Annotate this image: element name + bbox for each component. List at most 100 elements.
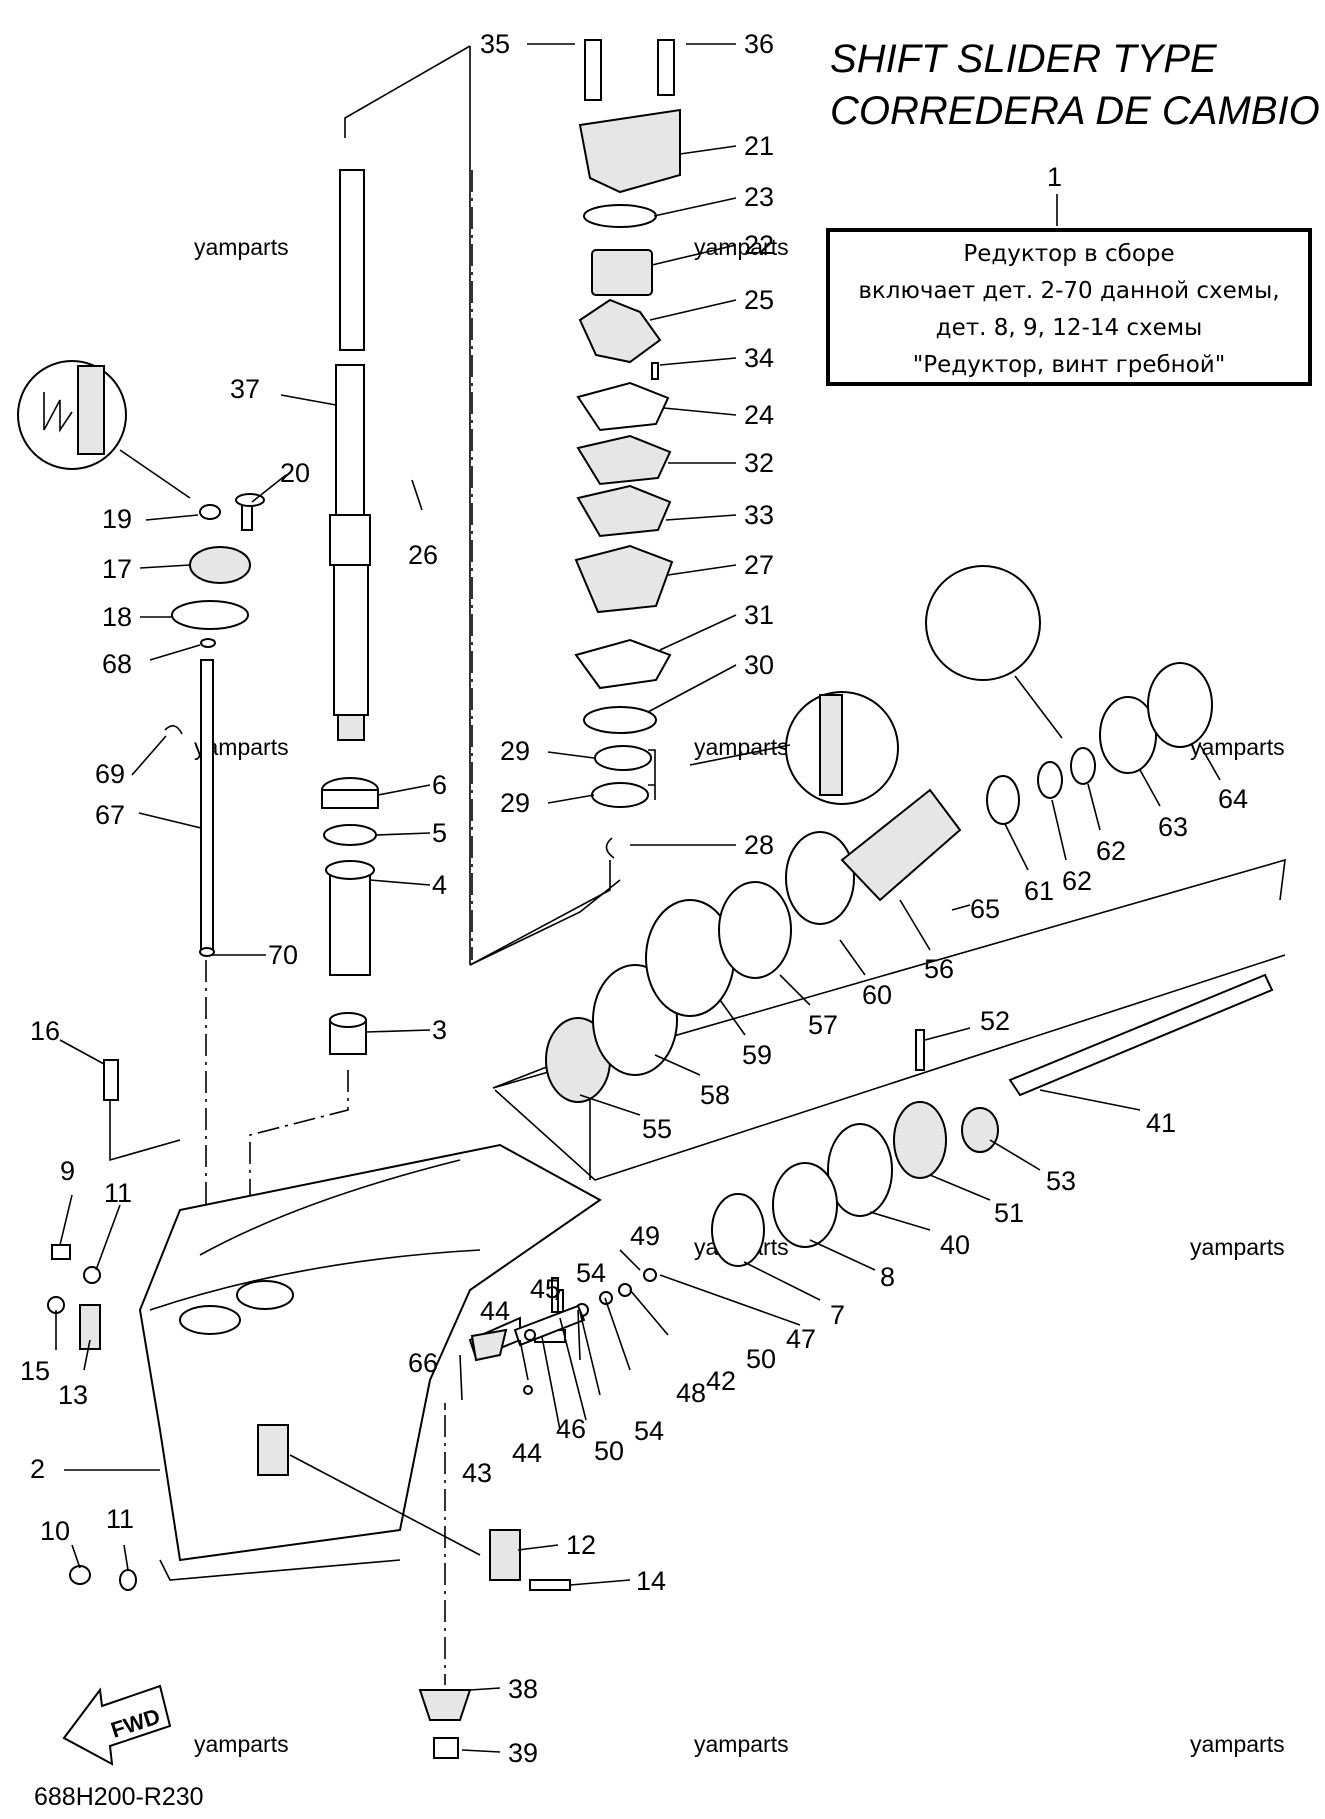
callout-label: 3: [432, 1015, 447, 1045]
watermark: yamparts: [694, 734, 789, 760]
callout-labels: 35 36 21 23 22 25 34 24 32 33 27 31 30 2…: [20, 29, 1248, 1768]
callout-label: 65: [970, 894, 1000, 924]
callout-label: 38: [508, 1674, 538, 1704]
note-box: Редуктор в сборе включает дет. 2-70 данн…: [826, 228, 1312, 386]
callout-label: 20: [280, 458, 310, 488]
callout-label: 54: [634, 1416, 664, 1446]
callout-label: 42: [706, 1366, 736, 1396]
callout-label: 36: [744, 29, 774, 59]
callout-label: 67: [95, 800, 125, 830]
fwd-arrow-icon: FWD: [62, 1684, 172, 1766]
callout-label: 46: [556, 1414, 586, 1444]
callout-label: 63: [1158, 812, 1188, 842]
diagram-code: 688H200-R230: [34, 1783, 204, 1811]
callout-label: 4: [432, 870, 447, 900]
callout-label: 43: [462, 1458, 492, 1488]
callout-label: 32: [744, 448, 774, 478]
note-line: "Редуктор, винт гребной": [912, 352, 1226, 378]
callout-label: 18: [102, 602, 132, 632]
callout-label: 29: [500, 788, 530, 818]
callout-label: 11: [104, 1178, 132, 1208]
callout-label: 10: [40, 1516, 70, 1546]
callout-label: 5: [432, 818, 447, 848]
callout-label: 13: [58, 1380, 88, 1410]
callout-label: 17: [102, 554, 132, 584]
callout-label: 34: [744, 343, 774, 373]
callout-label: 59: [742, 1040, 772, 1070]
callout-label: 6: [432, 770, 447, 800]
callout-label: 41: [1146, 1108, 1176, 1138]
title-line-2: CORREDERA DE CAMBIO: [830, 89, 1320, 133]
callout-label: 30: [744, 650, 774, 680]
callout-label: 29: [500, 736, 530, 766]
callout-label: 57: [808, 1010, 838, 1040]
callout-label: 56: [924, 954, 954, 984]
callout-label: 12: [566, 1530, 596, 1560]
left-fittings: [47, 1059, 571, 1759]
note-line: дет. 8, 9, 12-14 схемы: [935, 315, 1203, 341]
callout-label: 22: [744, 230, 774, 260]
title-line-1: SHIFT SLIDER TYPE: [830, 37, 1218, 81]
callout-label: 35: [480, 29, 510, 59]
callout-label: 51: [994, 1198, 1024, 1228]
callout-label: 47: [786, 1324, 816, 1354]
callout-label: 11: [106, 1504, 134, 1534]
callout-label: 28: [744, 830, 774, 860]
callout-label: 53: [1046, 1166, 1076, 1196]
callout-label: 31: [744, 600, 774, 630]
callout-label: 9: [60, 1156, 75, 1186]
callout-label: 44: [512, 1438, 542, 1468]
callout-1: 1: [1047, 162, 1062, 192]
note-line: включает дет. 2-70 данной схемы,: [858, 278, 1280, 304]
callout-label: 39: [508, 1738, 538, 1768]
callout-label: 69: [95, 759, 125, 789]
watermark: yamparts: [1190, 734, 1285, 760]
callout-label: 15: [20, 1356, 50, 1386]
callout-label: 14: [636, 1566, 666, 1596]
callout-label: 24: [744, 400, 774, 430]
callout-label: 45: [530, 1274, 560, 1304]
callout-label: 48: [676, 1378, 706, 1408]
callout-label: 54: [576, 1258, 606, 1288]
watermark: yamparts: [694, 1731, 789, 1757]
callout-label: 64: [1218, 784, 1248, 814]
callout-label: 55: [642, 1114, 672, 1144]
watermark: yamparts: [1190, 1234, 1285, 1260]
watermark: yamparts: [194, 234, 289, 260]
callout-label: 23: [744, 182, 774, 212]
watermark: yamparts: [694, 234, 789, 260]
callout-label: 19: [102, 504, 132, 534]
leader-lines: [55, 43, 1221, 1753]
callout-label: 21: [744, 131, 774, 161]
callout-label: 37: [230, 374, 260, 404]
callout-label: 25: [744, 285, 774, 315]
callout-label: 33: [744, 500, 774, 530]
callout-label: 68: [102, 649, 132, 679]
callout-label: 26: [408, 540, 438, 570]
callout-label: 7: [830, 1300, 845, 1330]
callout-label: 40: [940, 1230, 970, 1260]
callout-label: 8: [880, 1262, 895, 1292]
callout-label: 62: [1062, 866, 1092, 896]
callout-label: 27: [744, 550, 774, 580]
callout-label: 62: [1096, 836, 1126, 866]
gearcase-housing: [138, 1143, 602, 1581]
callout-label: 60: [862, 980, 892, 1010]
callout-label: 2: [30, 1454, 45, 1484]
callout-label: 70: [268, 940, 298, 970]
callout-label: 49: [630, 1221, 660, 1251]
watermark: yamparts: [1190, 1731, 1285, 1757]
callout-label: 16: [30, 1016, 60, 1046]
watermark: yamparts: [194, 1731, 289, 1757]
callout-label: 50: [594, 1436, 624, 1466]
callout-label: 44: [480, 1296, 510, 1326]
propeller-shaft-assembly: [444, 565, 1286, 1410]
callout-label: 61: [1024, 876, 1054, 906]
callout-label: 50: [746, 1344, 776, 1374]
callout-label: 52: [980, 1006, 1010, 1036]
water-pump-assembly: [469, 39, 899, 966]
drive-shaft-assembly: [249, 45, 621, 1210]
note-line: Редуктор в сборе: [963, 241, 1175, 267]
callout-label: 66: [408, 1348, 438, 1378]
